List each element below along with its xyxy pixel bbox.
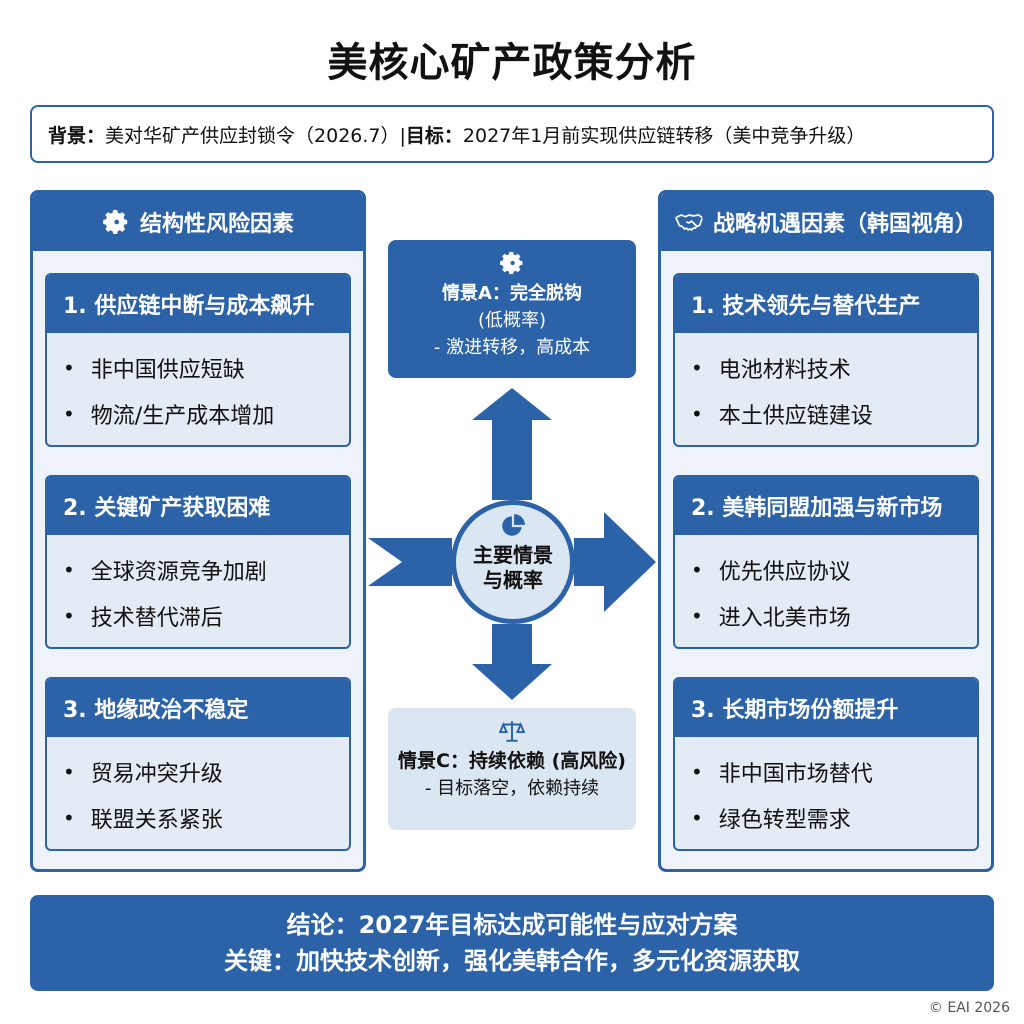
scenario-c-title: 情景C：持续依赖 (高风险) [398, 750, 626, 772]
conclusion-bar: 结论：2027年目标达成可能性与应对方案 关键：加快技术创新，强化美韩合作，多元… [30, 895, 994, 991]
risk-card-title: 2. 关键矿产获取困难 [47, 477, 349, 535]
scales-icon [498, 721, 526, 742]
list-item: 全球资源竞争加剧 [63, 547, 349, 593]
arrow-left-in [368, 538, 452, 586]
gear-icon [500, 251, 523, 275]
background-bar: 背景： 美对华矿产供应封锁令（2026.7）| 目标： 2027年1月前实现供应… [30, 105, 994, 163]
arrow-down [472, 624, 552, 700]
risk-card-3: 3. 地缘政治不稳定 贸易冲突升级 联盟关系紧张 [45, 677, 351, 851]
list-item: 技术替代滞后 [63, 593, 349, 639]
scenario-c-box: 情景C：持续依赖 (高风险) - 目标落空，依赖持续 [388, 708, 636, 830]
center-line2: 与概率 [483, 568, 543, 592]
list-item: 非中国供应短缺 [63, 345, 349, 391]
scenario-a-probability: (低概率) [477, 310, 547, 331]
arrow-up [472, 388, 552, 500]
scenario-a-title: 情景A：完全脱钩 [442, 283, 582, 304]
arrow-right [574, 512, 656, 612]
conclusion-line: 结论：2027年目标达成可能性与应对方案 [286, 911, 738, 939]
opportunity-card-title: 3. 长期市场份额提升 [675, 679, 977, 737]
list-item: 联盟关系紧张 [63, 795, 349, 841]
list-item: 非中国市场替代 [691, 749, 977, 795]
gear-icon [103, 209, 128, 235]
goal-label: 目标： [405, 124, 463, 147]
list-item: 进入北美市场 [691, 593, 977, 639]
opportunity-card-title: 1. 技术领先与替代生产 [675, 275, 977, 333]
risk-card-title: 3. 地缘政治不稳定 [47, 679, 349, 737]
list-item: 优先供应协议 [691, 547, 977, 593]
handshake-icon [675, 214, 703, 231]
opportunity-card-1: 1. 技术领先与替代生产 电池材料技术 本土供应链建设 [673, 273, 979, 447]
scenario-a-box: 情景A：完全脱钩 (低概率) - 激进转移，高成本 [388, 240, 636, 378]
risk-card-2: 2. 关键矿产获取困难 全球资源竞争加剧 技术替代滞后 [45, 475, 351, 649]
center-scenario-node: 主要情景 与概率 [451, 500, 575, 624]
opportunity-panel-title: 战略机遇因素（韩国视角） [712, 212, 977, 237]
opportunity-card-title: 2. 美韩同盟加强与新市场 [675, 477, 977, 535]
list-item: 绿色转型需求 [691, 795, 977, 841]
risk-panel-title: 结构性风险因素 [139, 212, 294, 237]
background-label: 背景： [48, 124, 106, 147]
copyright-text: © EAI 2026 [928, 1000, 1010, 1016]
risk-factors-panel: 结构性风险因素 1. 供应链中断与成本飙升 非中国供应短缺 物流/生产成本增加 … [30, 190, 366, 872]
risk-card-1: 1. 供应链中断与成本飙升 非中国供应短缺 物流/生产成本增加 [45, 273, 351, 447]
risk-panel-header: 结构性风险因素 [33, 193, 363, 251]
key-line: 关键：加快技术创新，强化美韩合作，多元化资源获取 [224, 947, 800, 975]
scenario-c-desc: - 目标落空，依赖持续 [424, 778, 600, 799]
scenario-a-desc: - 激进转移，高成本 [433, 337, 591, 358]
list-item: 物流/生产成本增加 [63, 391, 349, 437]
page-title: 美核心矿产政策分析 [327, 40, 697, 86]
list-item: 本土供应链建设 [691, 391, 977, 437]
goal-text: 2027年1月前实现供应链转移（美中竞争升级） [462, 124, 866, 147]
opportunity-card-3: 3. 长期市场份额提升 非中国市场替代 绿色转型需求 [673, 677, 979, 851]
opportunity-card-2: 2. 美韩同盟加强与新市场 优先供应协议 进入北美市场 [673, 475, 979, 649]
pie-chart-icon [502, 514, 525, 536]
opportunity-panel-header: 战略机遇因素（韩国视角） [661, 193, 991, 251]
center-line1: 主要情景 [473, 543, 553, 567]
list-item: 电池材料技术 [691, 345, 977, 391]
risk-card-title: 1. 供应链中断与成本飙升 [47, 275, 349, 333]
background-text: 美对华矿产供应封锁令（2026.7）| [105, 124, 406, 147]
list-item: 贸易冲突升级 [63, 749, 349, 795]
opportunity-factors-panel: 战略机遇因素（韩国视角） 1. 技术领先与替代生产 电池材料技术 本土供应链建设… [658, 190, 994, 872]
